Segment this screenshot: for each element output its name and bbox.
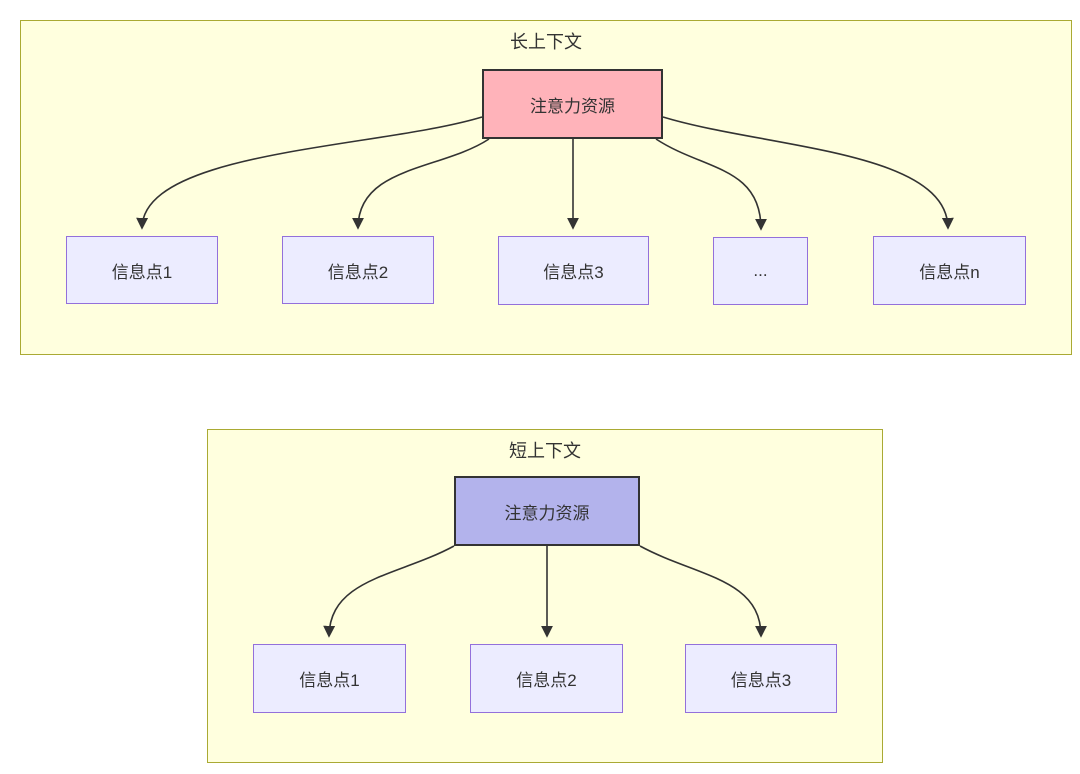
node-long-info-1: 信息点1 [66,236,218,304]
node-short-info-2: 信息点2 [470,644,623,713]
cluster-long-context-title: 长上下文 [510,32,582,52]
node-short-info-1: 信息点1 [253,644,406,713]
node-long-info-ellipsis: ... [713,237,808,305]
node-long-info-3: 信息点3 [498,236,649,305]
node-long-attention-root: 注意力资源 [482,69,663,139]
node-long-info-2: 信息点2 [282,236,434,304]
cluster-short-context-title: 短上下文 [509,441,581,461]
node-long-info-n: 信息点n [873,236,1026,305]
node-short-info-3: 信息点3 [685,644,837,713]
node-short-attention-root: 注意力资源 [454,476,640,546]
